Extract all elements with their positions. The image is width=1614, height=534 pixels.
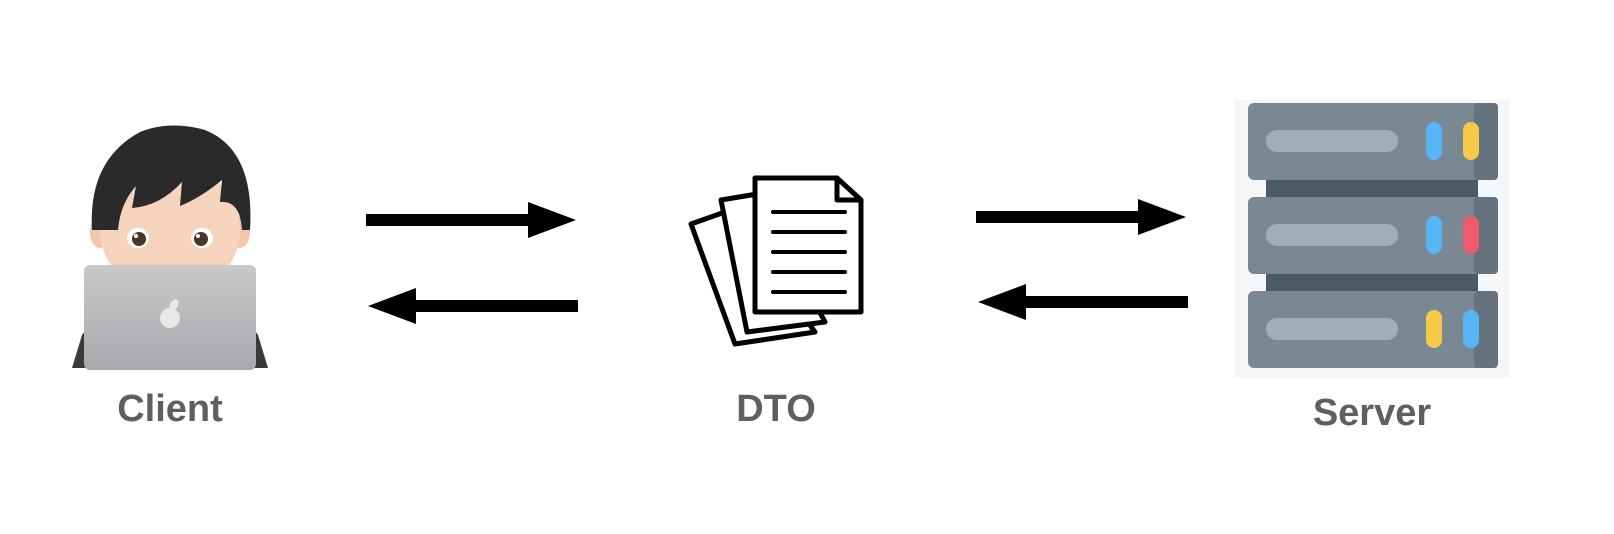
arrow-right-icon: [976, 199, 1186, 235]
person-with-laptop-icon: [72, 125, 268, 370]
arrow-client-to-dto: [366, 200, 578, 240]
arrow-right-icon: [366, 202, 576, 238]
client-node: [70, 120, 270, 370]
documents-icon: [688, 175, 864, 347]
arrow-server-to-dto: [976, 282, 1188, 322]
arrow-left-icon: [368, 288, 578, 324]
server-node: [1234, 100, 1510, 378]
arrow-left-icon: [978, 284, 1188, 320]
dto-label: DTO: [736, 388, 816, 430]
dto-node: [685, 172, 870, 352]
client-label: Client: [117, 388, 223, 430]
arrow-dto-to-server: [976, 197, 1188, 237]
server-label: Server: [1312, 392, 1432, 434]
server-rack-icon: [1234, 100, 1510, 378]
arrow-dto-to-client: [366, 286, 578, 326]
